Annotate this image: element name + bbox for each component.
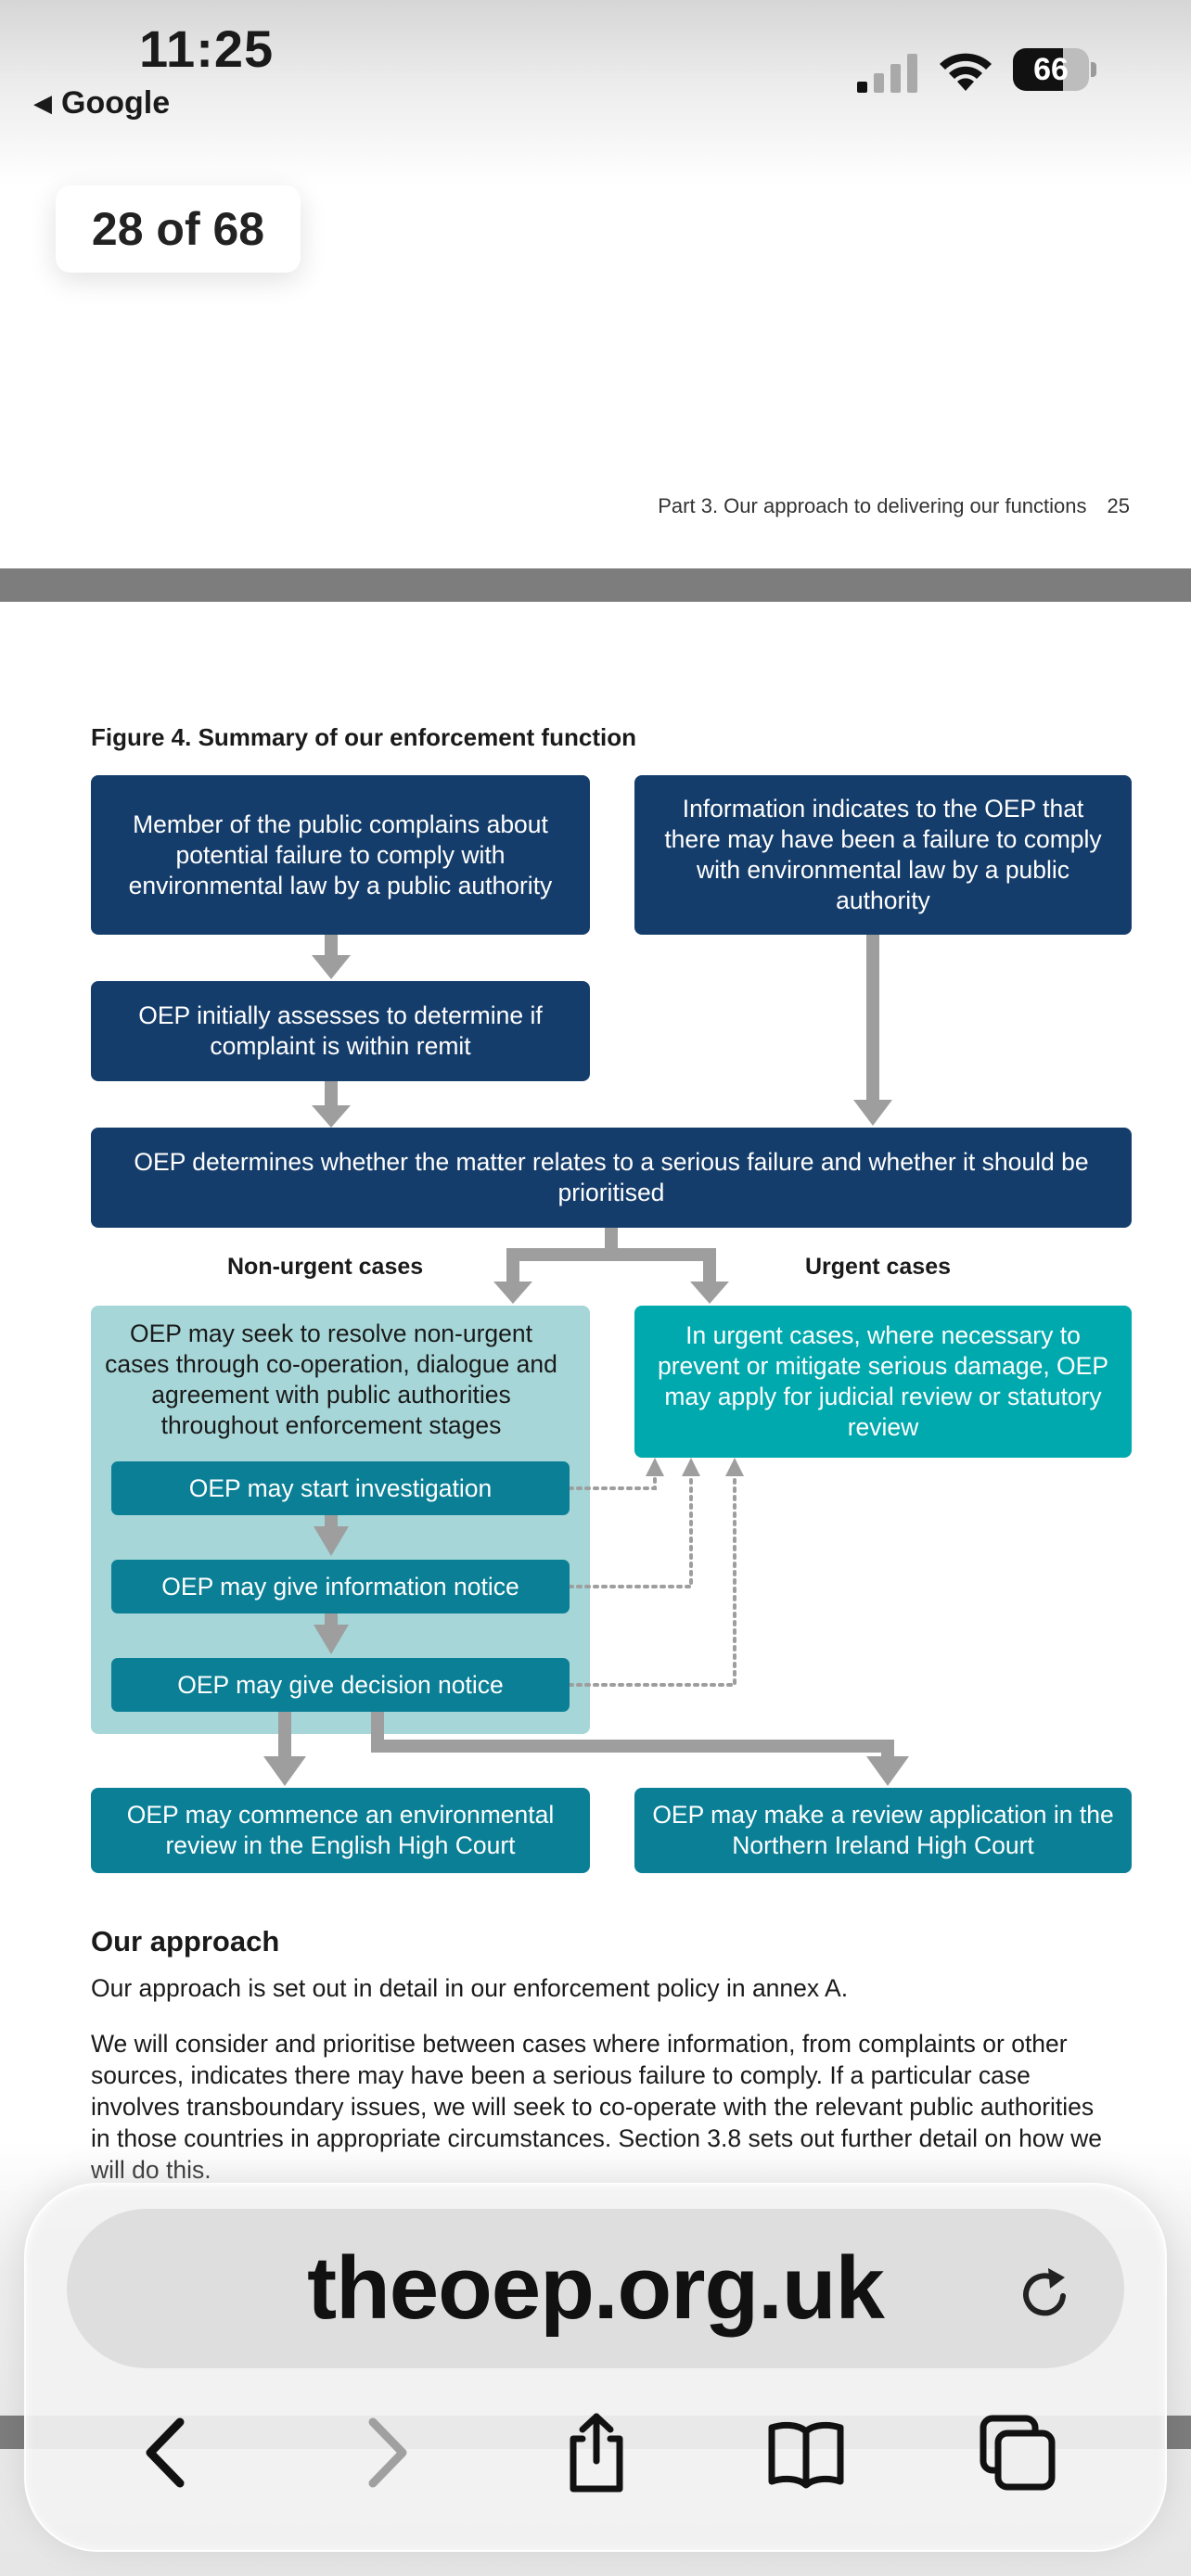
public-complaint-box: Member of the public complains about pot… xyxy=(91,775,590,935)
share-icon[interactable] xyxy=(555,2411,638,2494)
page-counter: 28 of 68 xyxy=(56,185,301,273)
investigation-step: OEP may start investigation xyxy=(111,1461,570,1515)
decision-notice-step: OEP may give decision notice xyxy=(111,1658,570,1712)
page-separator xyxy=(0,568,1191,602)
section-heading: Our approach xyxy=(91,1925,280,1958)
forward-arrow-icon[interactable] xyxy=(343,2411,427,2494)
back-triangle-icon: ◀ xyxy=(33,89,52,117)
paragraph: Our approach is set out in detail in our… xyxy=(91,1974,849,2002)
figure-title: Figure 4. Summary of our enforcement fun… xyxy=(91,723,636,751)
cellular-signal-icon xyxy=(857,54,917,93)
top-fade-background xyxy=(0,0,1191,185)
back-to-app-button[interactable]: ◀ Google xyxy=(33,85,170,121)
back-arrow-icon[interactable] xyxy=(126,2411,210,2494)
address-bar[interactable]: theoep.org.uk xyxy=(67,2209,1124,2368)
non-urgent-label: Non-urgent cases xyxy=(227,1254,424,1280)
determines-seriousness-box: OEP determines whether the matter relate… xyxy=(91,1128,1132,1228)
urgent-label: Urgent cases xyxy=(805,1254,952,1280)
information-indicates-box: Information indicates to the OEP that th… xyxy=(634,775,1132,935)
battery-fill xyxy=(1013,48,1064,91)
urgent-cases-box: In urgent cases, where necessary to prev… xyxy=(634,1306,1132,1458)
battery-icon: 66 xyxy=(1013,48,1096,91)
wifi-icon xyxy=(940,53,992,91)
english-high-court-review-box: OEP may commence an environmental review… xyxy=(91,1788,590,1873)
initial-assessment-box: OEP initially assesses to determine if c… xyxy=(91,981,590,1081)
url-text: theoep.org.uk xyxy=(307,2238,885,2338)
information-notice-step: OEP may give information notice xyxy=(111,1560,570,1613)
back-app-label: Google xyxy=(61,85,171,121)
page-number: 25 xyxy=(1107,494,1130,517)
tabs-icon[interactable] xyxy=(976,2411,1059,2494)
battery-percent: 66 xyxy=(1033,52,1069,87)
northern-ireland-review-box: OEP may make a review application in the… xyxy=(634,1788,1132,1873)
reload-icon[interactable] xyxy=(1015,2263,1076,2324)
bookmarks-icon[interactable] xyxy=(764,2411,848,2494)
running-header-section: Part 3. Our approach to delivering our f… xyxy=(658,494,1087,517)
status-time: 11:25 xyxy=(139,19,275,78)
paragraph: We will consider and prioritise between … xyxy=(91,2030,1103,2184)
running-header: Part 3. Our approach to delivering our f… xyxy=(658,494,1130,518)
non-urgent-description: OEP may seek to resolve non-urgent cases… xyxy=(105,1320,557,1439)
